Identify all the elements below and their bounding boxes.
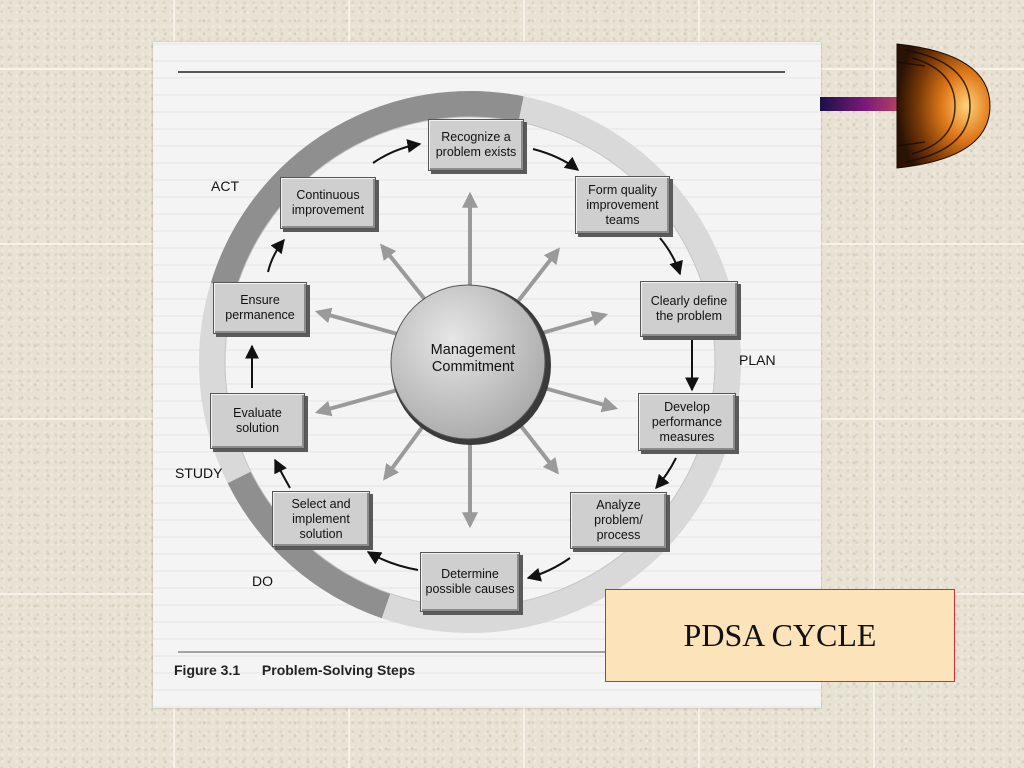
step-continuous-improvement: Continuous improvement (280, 177, 376, 229)
phase-label-do: DO (252, 573, 273, 589)
phase-label-plan: PLAN (739, 352, 776, 368)
slide-title-box: PDSA CYCLE (605, 589, 955, 682)
decor-dome (896, 43, 991, 169)
ring-do-segment (199, 91, 741, 633)
step-ensure-permanence: Ensure permanence (213, 282, 307, 334)
slide-title: PDSA CYCLE (683, 617, 877, 653)
decorative-lamp-graphic (820, 43, 991, 169)
step-recognize-problem: Recognize a problem exists (428, 119, 524, 171)
phase-label-study: STUDY (175, 465, 223, 481)
figure-number: Figure 3.1 (174, 662, 241, 678)
figure-caption: Figure 3.1 Problem-Solving Steps (174, 662, 415, 678)
cycle-arrows (245, 139, 699, 582)
step-evaluate-solution: Evaluate solution (210, 393, 305, 449)
step-define-problem: Clearly define the problem (640, 281, 738, 337)
phase-label-act: ACT (211, 178, 239, 194)
step-form-teams: Form quality improvement teams (575, 176, 670, 234)
step-implement-solution: Select and implement solution (272, 491, 370, 547)
figure-title: Problem-Solving Steps (261, 662, 416, 678)
step-determine-causes: Determine possible causes (420, 552, 520, 612)
hub-label: Management Commitment (430, 342, 516, 375)
textbook-figure-scan: ACT PLAN STUDY DO Recognize a problem ex… (153, 42, 821, 708)
step-performance-measures: Develop performance measures (638, 393, 736, 451)
hub-circle (390, 284, 546, 440)
step-analyze-problem: Analyze problem/ process (570, 492, 667, 549)
